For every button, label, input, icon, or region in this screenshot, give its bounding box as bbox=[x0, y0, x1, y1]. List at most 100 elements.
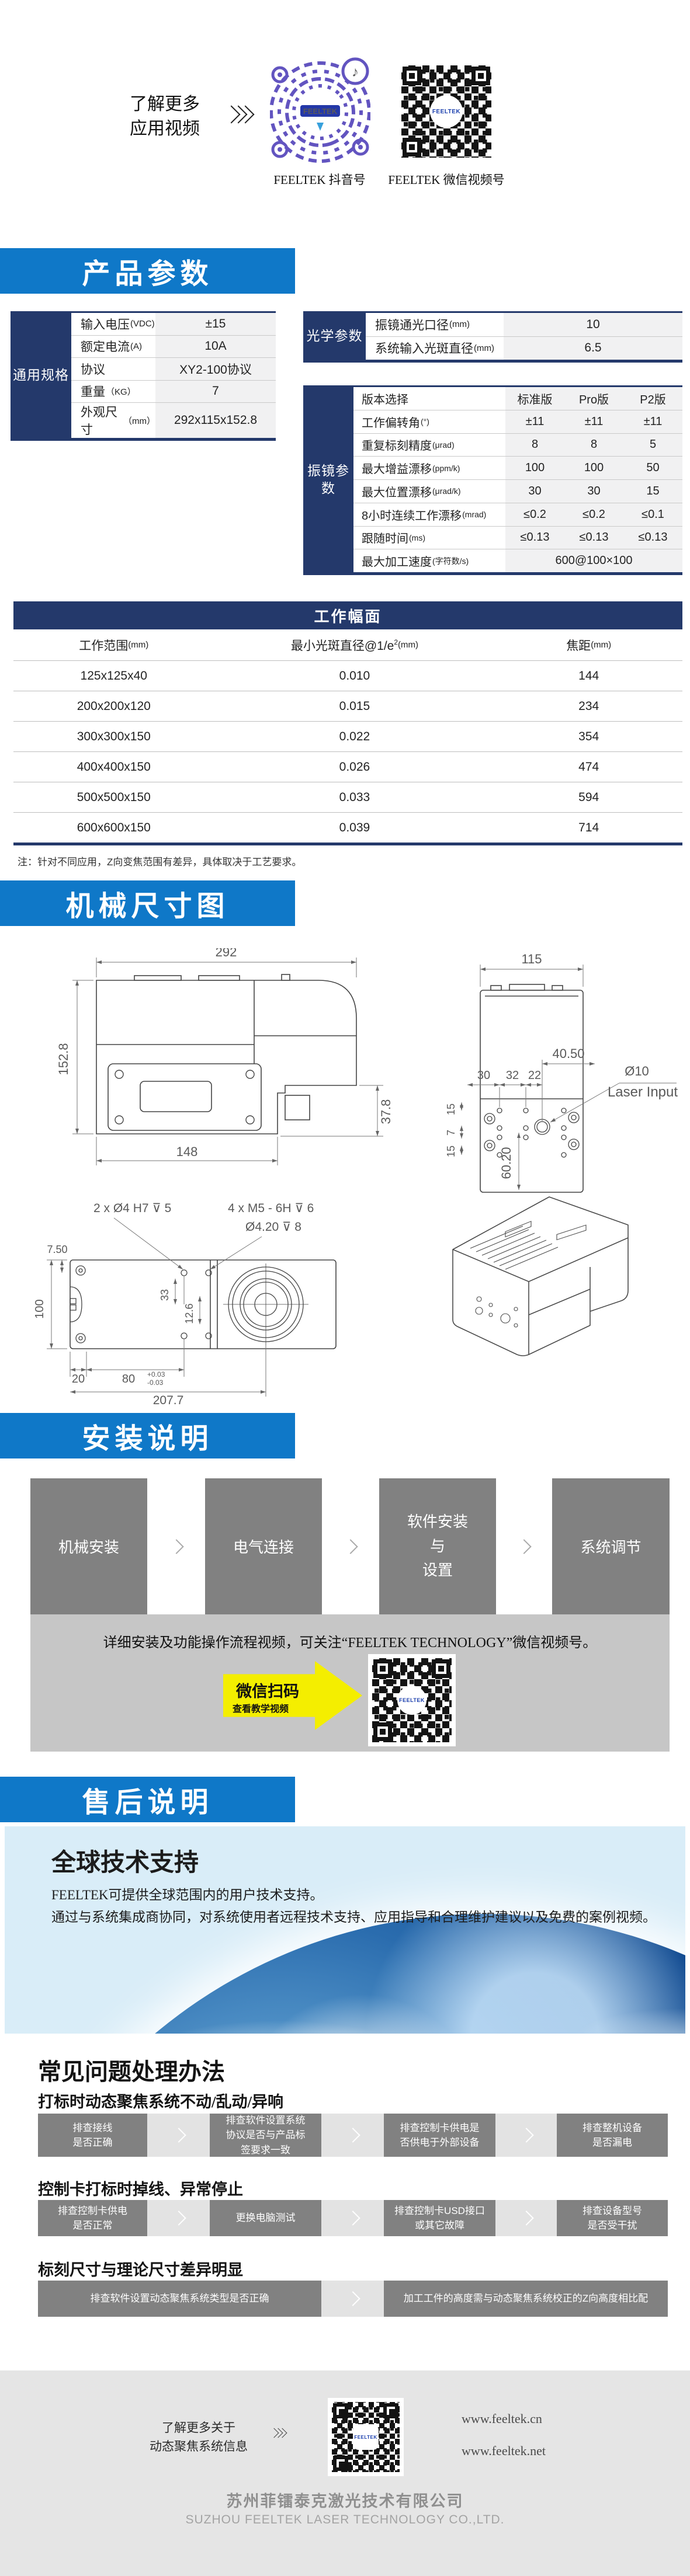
row-label: 8小时连续工作漂移(mrad) bbox=[353, 502, 505, 526]
earth-image bbox=[5, 1914, 685, 2034]
cell-focal: 144 bbox=[495, 660, 682, 691]
row-label: 工作偏转角(°) bbox=[353, 409, 505, 433]
dim-32: 32 bbox=[506, 1069, 519, 1082]
row-value: ≤0.2 bbox=[564, 502, 623, 526]
video-note: 详细安装及功能操作流程视频，可关注“FEELTEK TECHNOLOGY”微信视… bbox=[103, 1635, 597, 1651]
wechat-scan-arrow: 微信扫码 查看教学视频 bbox=[223, 1661, 362, 1730]
faq-subtitle-2: 控制卡打标时掉线、异常停止 bbox=[38, 2181, 243, 2198]
cell-range: 300x300x150 bbox=[13, 721, 214, 751]
install-video-box: 详细安装及功能操作流程视频，可关注“FEELTEK TECHNOLOGY”微信视… bbox=[30, 1614, 670, 1752]
row-value: 5 bbox=[623, 433, 682, 457]
cell-range: 125x125x40 bbox=[13, 660, 214, 691]
flow-arrow bbox=[495, 2200, 557, 2236]
cell-spot: 0.033 bbox=[214, 782, 495, 812]
group-label-general: 通用规格 bbox=[11, 313, 71, 438]
wing-icon bbox=[317, 123, 324, 131]
flow-arrow bbox=[147, 2114, 210, 2157]
chevron-right-icon bbox=[345, 2291, 360, 2306]
install-step-2: 电气连接 bbox=[205, 1478, 322, 1614]
row-unit: (mm) bbox=[449, 319, 470, 330]
bottom-view-drawing: 2 x Ø4 H7 ⊽ 5 4 x M5 - 6H ⊽ 6 Ø4.20 ⊽ 8 … bbox=[35, 1202, 337, 1406]
faq-subtitle-1: 打标时动态聚焦系统不动/乱动/异响 bbox=[38, 2093, 284, 2111]
row-value: ±11 bbox=[564, 409, 623, 433]
tol-plus: +0.03 bbox=[147, 1370, 165, 1378]
row-value: ±11 bbox=[505, 409, 564, 433]
dim-80: 80 bbox=[122, 1373, 135, 1386]
qr-center-logo: FEELTEK bbox=[430, 95, 463, 128]
chevron-right-icon bbox=[518, 2211, 534, 2226]
cell-focal: 474 bbox=[495, 751, 682, 782]
company-name-cn: 苏州菲镭泰克激光技术有限公司 bbox=[226, 2493, 464, 2510]
dim-40.50: 40.50 bbox=[552, 1046, 584, 1061]
dim-37.8: 37.8 bbox=[379, 1099, 393, 1125]
row-value-merged: 600@100×100 bbox=[505, 549, 682, 572]
chevron-right-icon bbox=[171, 2128, 186, 2143]
row-value: 100 bbox=[505, 456, 564, 479]
table-row: 协议 XY2-100协议 bbox=[71, 357, 276, 380]
qr-finder-icon bbox=[333, 2456, 348, 2471]
qr-finder-icon bbox=[333, 2403, 348, 2418]
row-value: ≤0.2 bbox=[505, 502, 564, 526]
group-label-galvo: 振镜参数 bbox=[303, 387, 353, 572]
dim-laser-dia: Ø10 bbox=[625, 1064, 649, 1078]
chevron-right-icon bbox=[171, 2211, 186, 2226]
dim-33: 33 bbox=[159, 1289, 171, 1301]
general-spec-table: 通用规格 输入电压(VDC) ±15 额定电流(A) 10A 协议 XY2-10… bbox=[11, 311, 276, 441]
faq-title: 常见问题处理办法 bbox=[38, 2059, 225, 2085]
row-label: 额定电流 bbox=[81, 340, 130, 354]
faq-flow-3: 排查软件设置动态聚焦系统类型是否正确 加工工件的高度需与动态聚焦系统校正的Z向高… bbox=[38, 2281, 668, 2317]
more-videos-text: 了解更多 应用视频 bbox=[130, 92, 200, 141]
dim-207.7: 207.7 bbox=[153, 1394, 184, 1406]
more-videos-line2: 应用视频 bbox=[130, 119, 200, 138]
flow-arrow bbox=[322, 1478, 379, 1614]
row-label: 重量 bbox=[81, 385, 105, 399]
install-qr-code: FEELTEK bbox=[368, 1654, 456, 1746]
row-unit: (A) bbox=[130, 341, 142, 351]
dim-100: 100 bbox=[35, 1299, 46, 1318]
row-value: 8 bbox=[505, 433, 564, 457]
cell-focal: 594 bbox=[495, 782, 682, 812]
support-line1: FEELTEK可提供全球范围内的用户技术支持。 bbox=[51, 1888, 324, 1902]
flow-arrow bbox=[321, 2114, 384, 2157]
work-area-header: 工作幅面 bbox=[13, 601, 682, 629]
faq2-step-2: 更换电脑测试 bbox=[210, 2200, 321, 2236]
dim-30: 30 bbox=[477, 1069, 490, 1082]
row-label: 系统输入光斑直径 bbox=[375, 342, 473, 356]
footer: 了解更多关于 动态聚焦系统信息 FEELTEK www.feeltek.cn w… bbox=[0, 2370, 690, 2576]
section-banner-mechanical: 机械尺寸图 bbox=[0, 880, 295, 926]
footer-more-text: 了解更多关于 动态聚焦系统信息 bbox=[143, 2418, 254, 2456]
section-banner-product-params: 产品参数 bbox=[0, 248, 295, 294]
galvo-spec-table: 振镜参数 版本选择 标准版 Pro版 P2版 工作偏转角(°) ±11 ±11 … bbox=[303, 385, 682, 575]
row-value: ±11 bbox=[623, 409, 682, 433]
flow-arrow bbox=[321, 2200, 384, 2236]
faq2-step-4: 排查设备型号 是否受干扰 bbox=[557, 2200, 668, 2236]
dim-22: 22 bbox=[528, 1069, 541, 1082]
row-value: ±15 bbox=[155, 313, 276, 335]
table-row: 输入电压(VDC) ±15 bbox=[71, 313, 276, 335]
row-label: 最大增益漂移(ppm/k) bbox=[353, 456, 505, 479]
faq3-step-1: 排查软件设置动态聚焦系统类型是否正确 bbox=[38, 2281, 321, 2317]
group-label-optical: 光学参数 bbox=[303, 313, 366, 360]
faq-subtitle-3: 标刻尺寸与理论尺寸差异明显 bbox=[38, 2261, 243, 2279]
row-value: 6.5 bbox=[504, 336, 682, 360]
faq-flow-1: 排查接线 是否正确 排查软件设置系统 协议是否与产品标 签要求一致 排查控制卡供… bbox=[38, 2114, 668, 2157]
cell-range: 200x200x120 bbox=[13, 691, 214, 721]
footer-qr-code: FEELTEK bbox=[328, 2398, 404, 2476]
wechat-qr-label: FEELTEK 微信视频号 bbox=[388, 173, 505, 187]
faq1-step-2: 排查软件设置系统 协议是否与产品标 签要求一致 bbox=[210, 2114, 321, 2157]
galvo-col-p2: P2版 bbox=[623, 387, 682, 410]
table-row: 振镜通光口径(mm) 10 bbox=[366, 313, 682, 336]
galvo-header-label: 版本选择 bbox=[353, 387, 505, 410]
row-value: ≤0.1 bbox=[623, 502, 682, 526]
faq3-step-2: 加工工件的高度需与动态聚焦系统校正的Z向高度相比配 bbox=[384, 2281, 668, 2317]
chevron-right-icon bbox=[343, 1538, 358, 1554]
chevron-right-icon bbox=[345, 2211, 360, 2226]
qr-finder-icon bbox=[373, 1722, 392, 1741]
dim-12.6: 12.6 bbox=[183, 1303, 195, 1324]
faq-flow-2: 排查控制卡供电 是否正常 更换电脑测试 排查控制卡USD接口 或其它故障 排查设… bbox=[38, 2200, 668, 2236]
dim-152.8: 152.8 bbox=[56, 1043, 71, 1075]
music-note-icon: ♪ bbox=[352, 64, 359, 80]
faq1-step-1: 排查接线 是否正确 bbox=[38, 2114, 147, 2157]
